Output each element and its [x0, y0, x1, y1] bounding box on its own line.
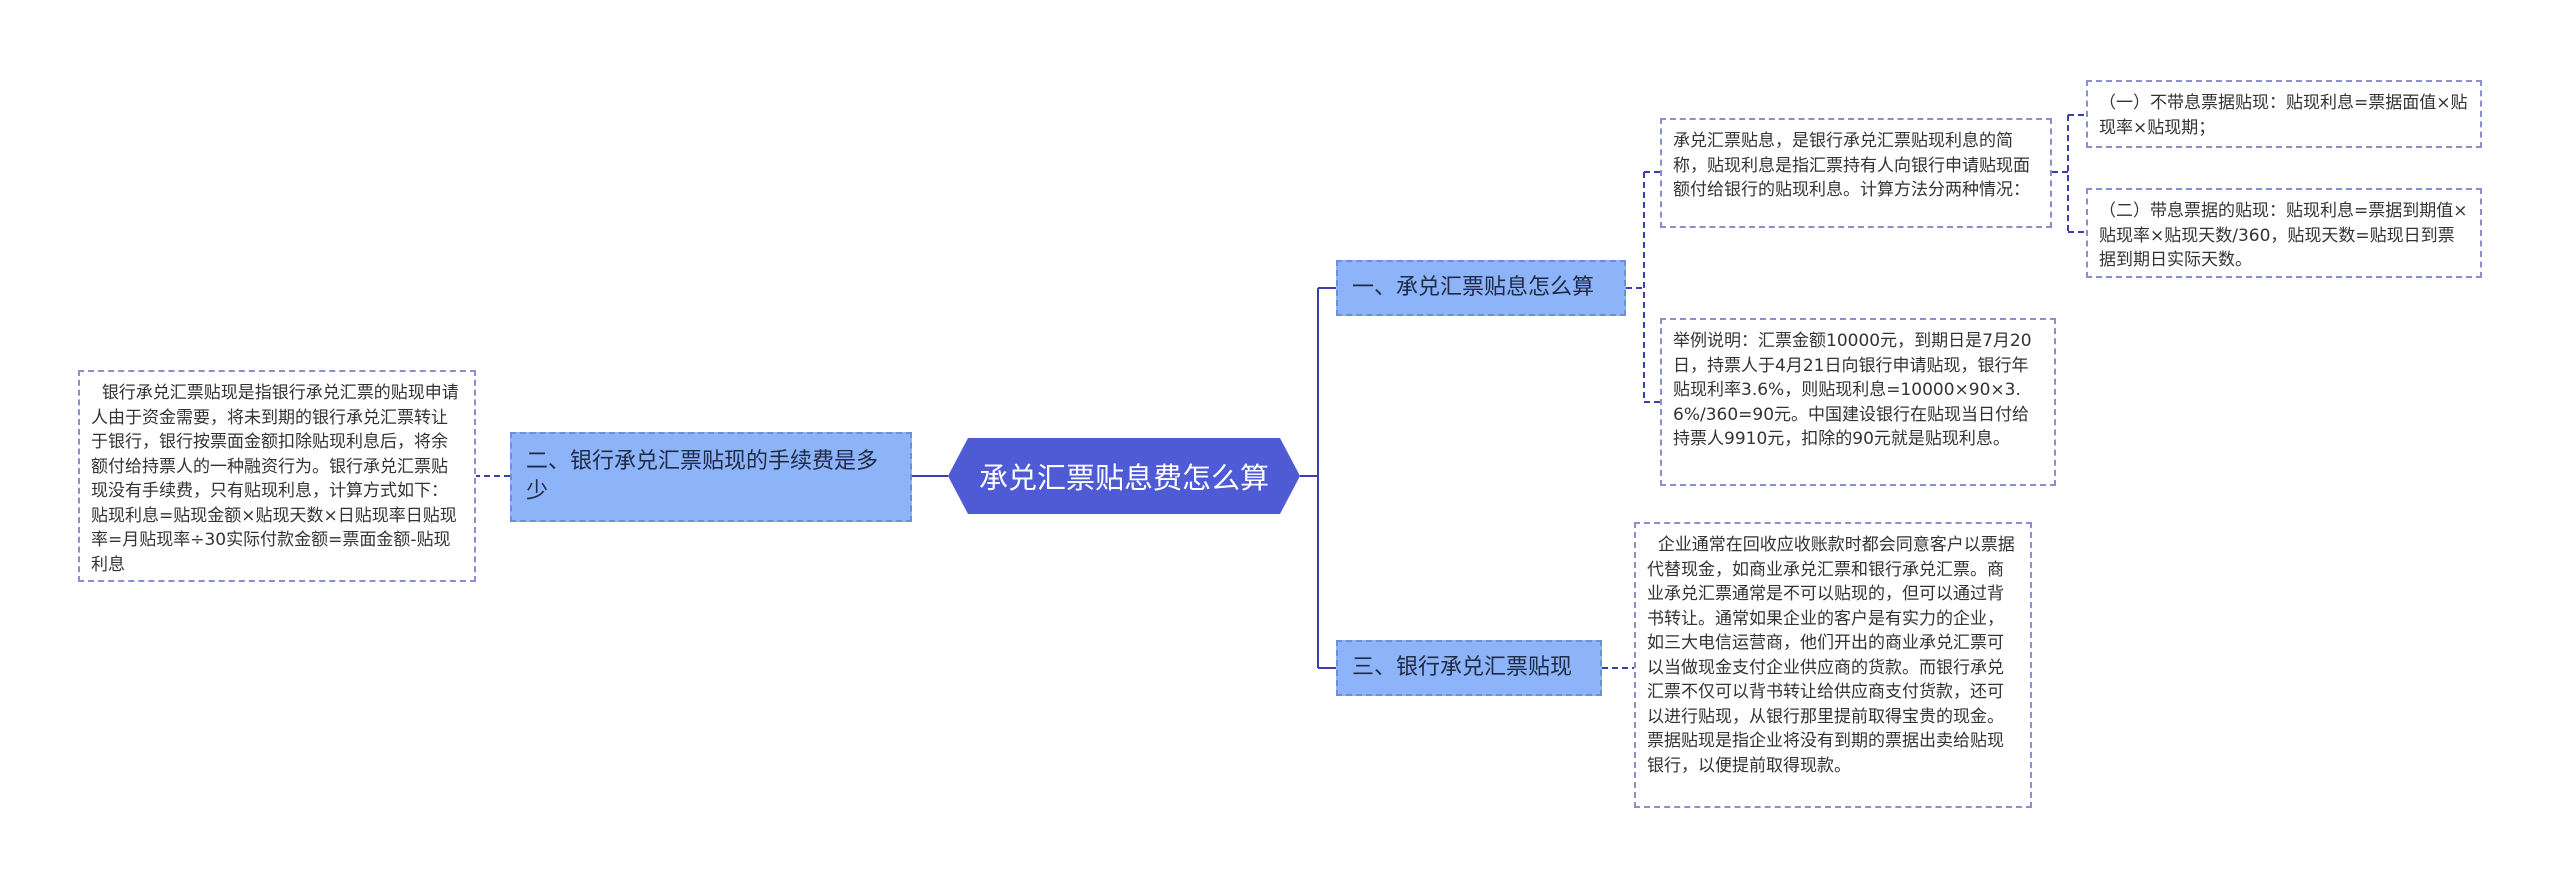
branch-1-topic[interactable]: 一、承兑汇票贴息怎么算: [1336, 260, 1626, 316]
branch-2-topic[interactable]: 二、银行承兑汇票贴现的手续费是多少: [510, 432, 912, 522]
branch-3-leaf-1[interactable]: 企业通常在回收应收账款时都会同意客户以票据代替现金，如商业承兑汇票和银行承兑汇票…: [1634, 522, 2032, 808]
root-topic[interactable]: 承兑汇票贴息费怎么算: [948, 438, 1300, 514]
branch-1-leaf-1[interactable]: 承兑汇票贴息，是银行承兑汇票贴现利息的简称，贴现利息是指汇票持有人向银行申请贴现…: [1660, 118, 2052, 228]
branch-1-leaf-1-sub-2[interactable]: （二）带息票据的贴现：贴现利息=票据到期值×贴现率×贴现天数/360，贴现天数=…: [2086, 188, 2482, 278]
branch-3-topic[interactable]: 三、银行承兑汇票贴现: [1336, 640, 1602, 696]
branch-1-leaf-1-sub-1[interactable]: （一）不带息票据贴现：贴现利息=票据面值×贴现率×贴现期；: [2086, 80, 2482, 148]
branch-2-leaf-1[interactable]: 银行承兑汇票贴现是指银行承兑汇票的贴现申请人由于资金需要，将未到期的银行承兑汇票…: [78, 370, 476, 582]
branch-1-leaf-2[interactable]: 举例说明：汇票金额10000元，到期日是7月20日，持票人于4月21日向银行申请…: [1660, 318, 2056, 486]
